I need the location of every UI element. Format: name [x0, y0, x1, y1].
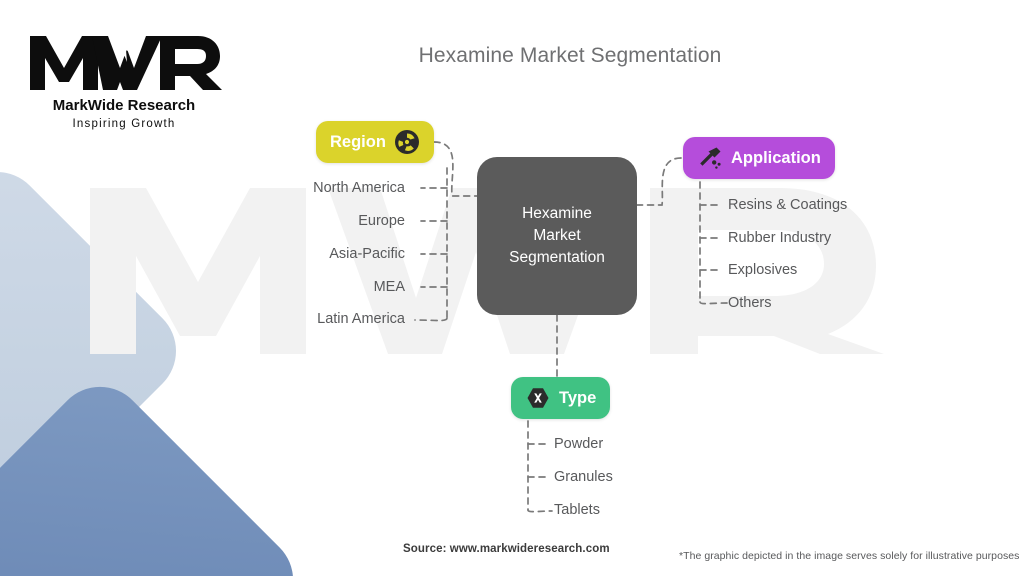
- center-node: Hexamine Market Segmentation: [477, 157, 637, 315]
- decorative-square-blue: [0, 367, 313, 576]
- application-item-3: Others: [728, 295, 772, 311]
- type-item-0: Powder: [554, 436, 604, 452]
- region-item-2: Asia-Pacific: [329, 246, 405, 262]
- region-item-4: Latin America: [317, 311, 405, 327]
- region-item-1: Europe: [358, 213, 405, 229]
- brand-name: MarkWide Research: [53, 97, 195, 114]
- center-node-line-1: Hexamine: [522, 205, 592, 222]
- decorative-square-light: [0, 152, 196, 564]
- branch-label-type: Type: [559, 388, 597, 407]
- branch-badge-type[interactable]: Type: [511, 377, 611, 419]
- branch-badge-region[interactable]: Region: [316, 121, 434, 163]
- brand-logo: MarkWide Research Inspiring Growth: [26, 28, 222, 132]
- application-item-1: Rubber Industry: [728, 230, 832, 246]
- hexagon-x-icon: [525, 385, 551, 411]
- type-item-2: Tablets: [554, 502, 600, 518]
- source-note: Source: www.markwideresearch.com: [403, 543, 610, 555]
- application-item-2: Explosives: [728, 262, 798, 278]
- branch-label-region: Region: [330, 132, 386, 151]
- brand-tagline: Inspiring Growth: [73, 118, 176, 130]
- region-item-3: MEA: [373, 279, 405, 295]
- hammer-icon: [697, 145, 723, 171]
- type-item-1: Granules: [554, 469, 613, 485]
- application-item-0: Resins & Coatings: [728, 197, 848, 213]
- branch-label-application: Application: [731, 148, 821, 167]
- center-node-line-3: Segmentation: [509, 249, 605, 266]
- region-item-0: North America: [313, 180, 405, 196]
- page-title: Hexamine Market Segmentation: [418, 44, 722, 67]
- center-node-line-2: Market: [533, 227, 581, 244]
- disclaimer-note: *The graphic depicted in the image serve…: [679, 550, 1020, 562]
- branch-badge-application[interactable]: Application: [683, 137, 835, 179]
- globe-icon: [394, 129, 420, 155]
